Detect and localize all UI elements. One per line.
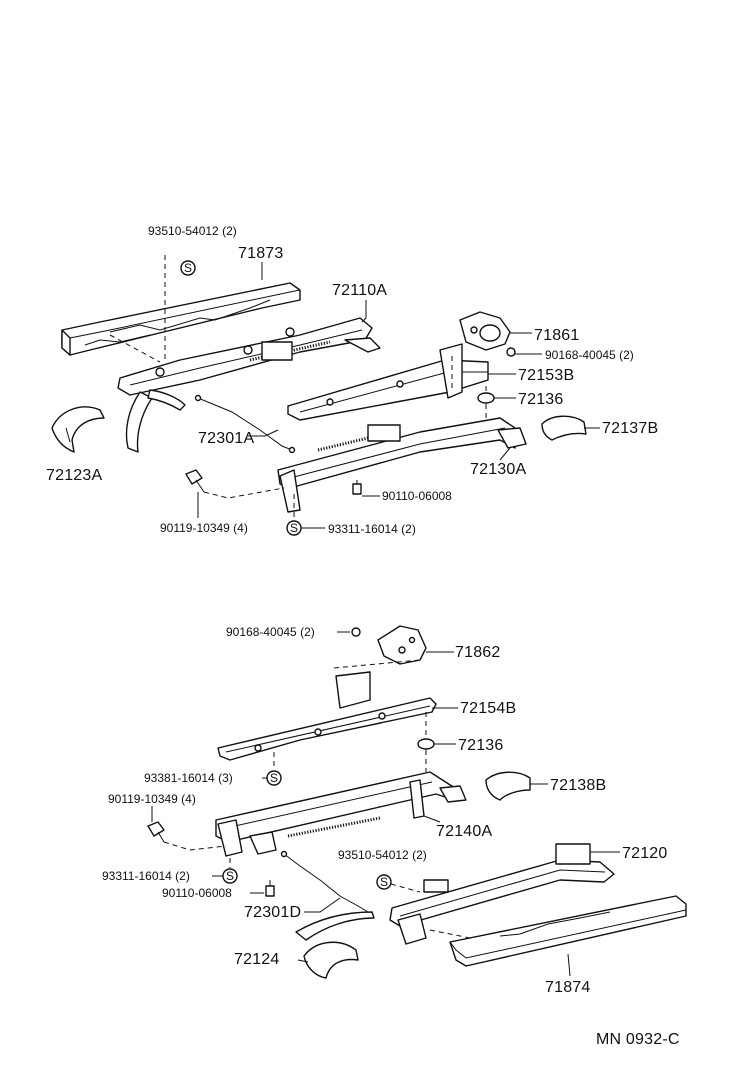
label-72301D: 72301D xyxy=(244,904,301,921)
label-72136-lower: 72136 xyxy=(458,737,504,754)
assembly-line xyxy=(203,487,285,499)
assembly-line xyxy=(109,334,161,363)
assembly-line xyxy=(333,659,421,669)
leader-line xyxy=(567,953,571,977)
rail-72153B xyxy=(287,343,489,421)
label-72130A: 72130A xyxy=(470,461,526,478)
label-93510-54012-lower: 93510-54012 (2) xyxy=(338,848,427,862)
leader-line xyxy=(423,815,441,823)
label-90119-10349-lower: 90119-10349 (4) xyxy=(108,792,196,806)
side-cover-72124 xyxy=(303,941,359,979)
screw-90110-06008-upper xyxy=(352,480,362,495)
cover-72137B xyxy=(541,415,587,441)
assembly-line xyxy=(390,883,421,893)
svg-text:S: S xyxy=(226,869,234,883)
label-72120: 72120 xyxy=(622,845,668,862)
screw-90168-40045-lower xyxy=(351,627,361,637)
label-72110A: 72110A xyxy=(332,282,387,299)
spring-washer-icon-lower-2: S xyxy=(222,868,238,884)
label-93381-16014: 93381-16014 (3) xyxy=(144,771,233,785)
bolt-90119-10349-lower xyxy=(147,821,165,843)
label-72136-top: 72136 xyxy=(518,391,564,408)
lever-handle-lower xyxy=(295,911,375,941)
rail-72130A xyxy=(277,417,527,513)
rail-72120 xyxy=(389,843,615,945)
label-72301A: 72301A xyxy=(198,430,254,447)
spring-washer-icon-lower-3: S xyxy=(376,874,392,890)
svg-text:S: S xyxy=(380,875,388,889)
label-90110-06008-top: 90110-06008 xyxy=(382,489,452,503)
svg-text:S: S xyxy=(184,261,192,275)
rail-72154B xyxy=(217,671,437,761)
leader-line xyxy=(248,429,279,437)
label-71874: 71874 xyxy=(545,979,591,996)
spring-washer-icon-lower-1: S xyxy=(266,770,282,786)
bracket-71862 xyxy=(377,625,427,665)
cable-72301A xyxy=(194,394,296,454)
rail-72140A xyxy=(215,771,467,857)
label-72153B: 72153B xyxy=(518,367,574,384)
spring-washer-icon-mid: S xyxy=(286,520,302,536)
cover-71873 xyxy=(61,282,301,356)
label-90168-40045-lower: 90168-40045 (2) xyxy=(226,625,315,639)
label-93311-16014-lower: 93311-16014 (2) xyxy=(102,869,190,883)
bracket-71861 xyxy=(459,311,511,351)
label-71862: 71862 xyxy=(455,644,501,661)
pad-72136-lower xyxy=(417,738,435,750)
spring-washer-icon-top: S xyxy=(180,260,196,276)
label-93311-16014-top: 93311-16014 (2) xyxy=(328,522,416,536)
label-72124: 72124 xyxy=(234,951,280,968)
label-90110-06008-lower: 90110-06008 xyxy=(162,886,232,900)
pad-72136-upper xyxy=(477,392,495,404)
label-71861: 71861 xyxy=(534,327,580,344)
screw-90168-40045-upper xyxy=(506,347,516,357)
rail-72110A xyxy=(117,317,381,396)
label-71873: 71873 xyxy=(238,245,284,262)
diagram-code: MN 0932-C xyxy=(596,1031,680,1048)
bolt-90119-10349-upper xyxy=(185,469,205,493)
label-72138B: 72138B xyxy=(550,777,606,794)
side-cover-72123A xyxy=(51,406,105,453)
leader-line xyxy=(304,897,341,913)
leader-line xyxy=(499,447,511,461)
label-72154B: 72154B xyxy=(460,700,516,717)
cable-72301D xyxy=(280,850,369,913)
assembly-line xyxy=(429,929,471,939)
lever-handle-upper xyxy=(125,389,186,453)
leader-line xyxy=(361,300,367,323)
label-72137B: 72137B xyxy=(602,420,658,437)
label-90168-40045-top: 90168-40045 (2) xyxy=(545,348,634,362)
label-90119-10349-top: 90119-10349 (4) xyxy=(160,521,248,535)
label-72140A: 72140A xyxy=(436,823,492,840)
leader-line xyxy=(297,959,309,963)
svg-text:S: S xyxy=(270,771,278,785)
cover-72138B xyxy=(485,771,531,801)
svg-text:S: S xyxy=(290,521,298,535)
label-93510-54012-top: 93510-54012 (2) xyxy=(148,224,237,238)
cover-71874 xyxy=(449,895,687,967)
screw-90110-06008-lower xyxy=(265,880,275,897)
label-72123A: 72123A xyxy=(46,467,102,484)
assembly-line xyxy=(163,841,227,851)
